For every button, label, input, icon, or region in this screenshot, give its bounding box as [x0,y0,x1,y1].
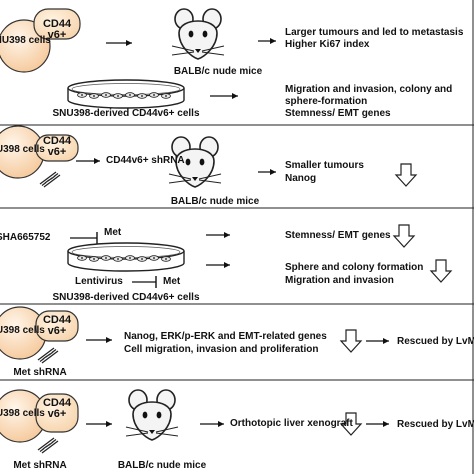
result-line: sphere-formation [285,96,368,107]
result-line: Orthotopic liver xenograft [230,418,353,429]
dish-label: SNU398-derived CD44v6+ cells [52,292,200,303]
decrease-arrow-icon [430,259,452,283]
target-label: Met [104,227,122,238]
marker-label: CD44 v6+ [42,397,72,420]
dna-icon [39,171,61,188]
decrease-arrow-icon [393,224,415,248]
knockdown-label: CD44v6+ shRNA [106,155,185,166]
cell-line-label: SNU398 cells [0,408,45,419]
panel-2 [67,79,238,109]
result-line: Larger tumours and led to metastasis [285,27,464,38]
result-line: Migration and invasion [285,275,394,286]
marker-label: CD44 v6+ [42,135,72,158]
vector-label: Lentivirus [75,276,123,287]
vector-target-label: Met [163,276,181,287]
mouse-label: BALB/c nude mice [117,460,207,471]
result-line: Smaller tumours [285,160,364,171]
result-line: Sphere and colony formation [285,262,424,273]
panel-3 [0,125,417,188]
cell-icon [0,306,79,360]
result-line: Nanog, ERK/p-ERK and EMT-related genes [124,331,327,342]
cell-line-label: SNU398 cells [0,35,51,46]
mouse-label: BALB/c nude mice [173,66,263,77]
cell-icon [0,125,79,179]
dish-label: SNU398-derived CD44v6+ cells [52,108,200,119]
panel-1 [0,8,276,73]
panel-4 [67,224,452,288]
cell-line-label: SNU398 cells [0,325,45,336]
inhibitor-label: SHA665752 [0,232,51,243]
knockdown-label: Met shRNA [13,460,67,471]
result-line: Stemness/ EMT genes [285,108,391,119]
decrease-arrow-icon [395,163,417,187]
result-line: Migration and invasion, colony and [285,84,453,95]
decrease-arrow-icon [340,329,362,353]
result-line: Nanog [285,173,317,184]
mouse-icon [125,389,179,441]
marker-label: CD44 v6+ [42,314,72,337]
cell-icon [0,8,81,73]
knockdown-label: Met shRNA [13,367,67,378]
result-line: Cell migration, invasion and proliferati… [124,344,319,355]
dna-icon [37,437,59,454]
rescue-label: Rescued by LvM [397,336,474,347]
dish-icon [67,242,185,272]
panel-6 [0,389,389,454]
mouse-icon [171,8,225,60]
result-line: Higher Ki67 index [285,39,370,50]
dish-icon [67,79,185,109]
mouse-label: BALB/c nude mice [170,196,260,207]
dna-icon [37,347,59,364]
marker-label: CD44 v6+ [42,18,72,41]
cell-icon [0,389,79,443]
cell-line-label: SNU398 cells [0,144,45,155]
panel-5 [0,306,389,364]
result-line: Stemness/ EMT genes [285,230,391,241]
rescue-label: Rescued by LvM [397,419,474,430]
